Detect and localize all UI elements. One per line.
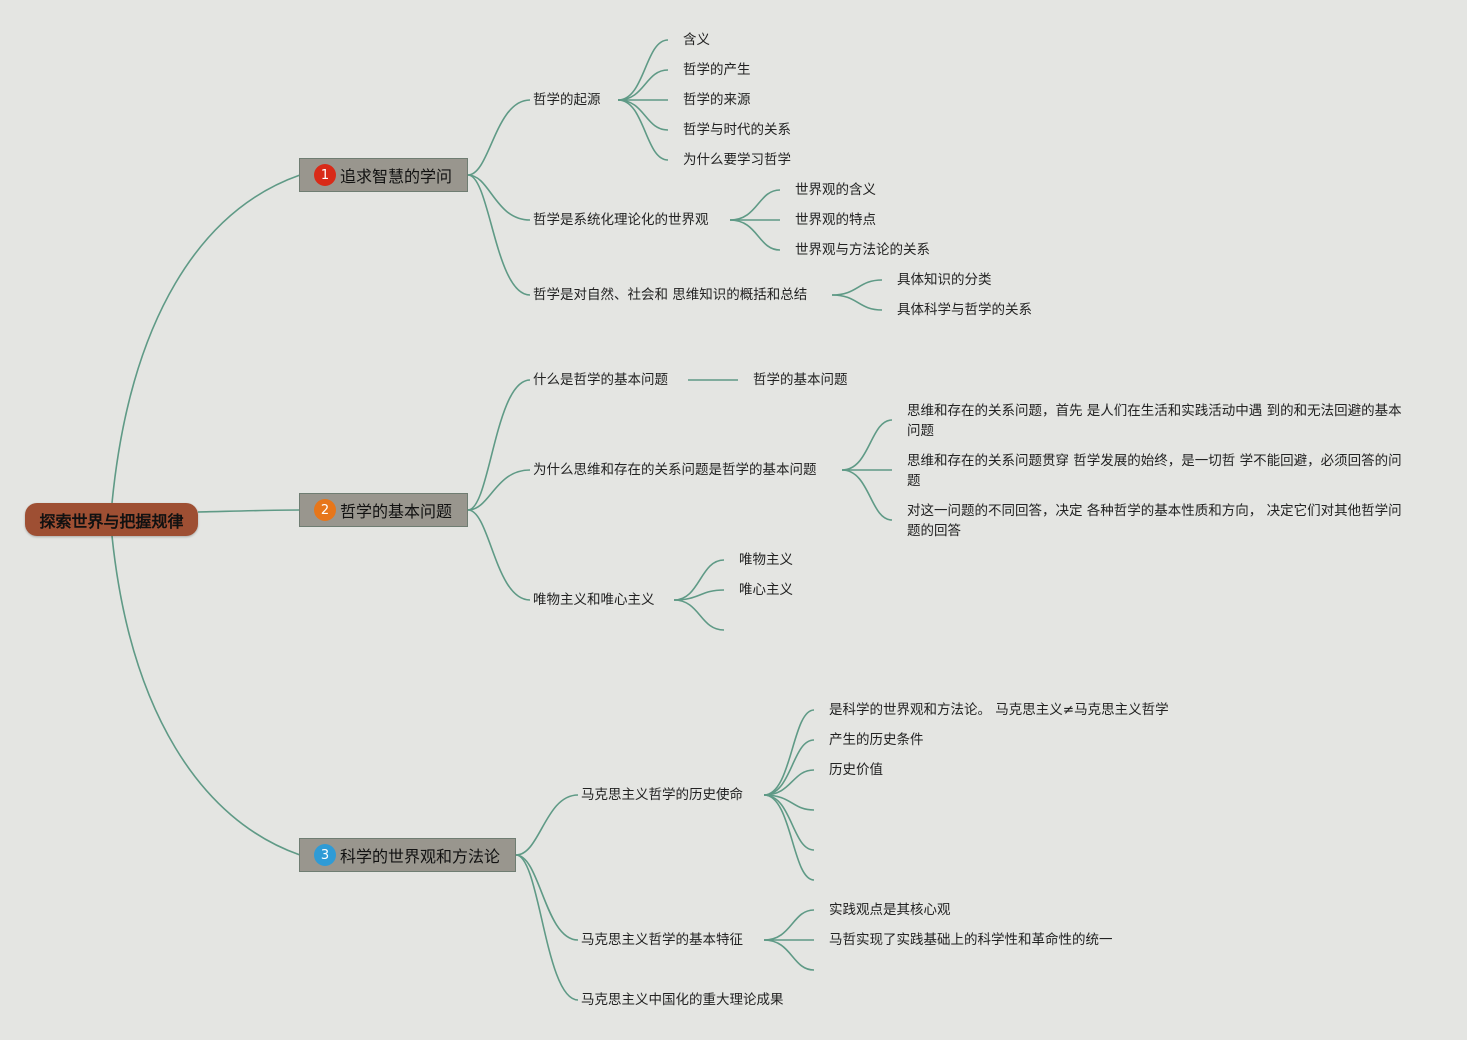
leaf-topic[interactable]: 世界观的特点 — [795, 212, 876, 228]
leaf-topic[interactable]: 唯物主义 — [739, 552, 793, 568]
number-badge-3: 3 — [314, 844, 336, 866]
branch-2-topic[interactable]: 2 哲学的基本问题 — [299, 493, 468, 527]
branch-3-topic[interactable]: 3 科学的世界观和方法论 — [299, 838, 516, 872]
edge-b3-g2 — [515, 854, 579, 941]
subtopic[interactable]: 哲学是系统化理论化的世界观 — [533, 212, 709, 228]
leaf-topic[interactable]: 哲学与时代的关系 — [683, 122, 791, 138]
leaf-topic[interactable]: 思维和存在的关系问题贯穿 哲学发展的始终，是一切哲 学不能回避，必须回答的问题 — [907, 453, 1402, 489]
subtopic[interactable]: 为什么思维和存在的关系问题是哲学的基本问题 — [533, 462, 817, 478]
leaf-topic[interactable]: 含义 — [683, 32, 710, 48]
root-topic[interactable]: 探索世界与把握规律 — [25, 503, 198, 536]
edge-b3-g1 — [515, 794, 579, 856]
edge-b2-g2 — [467, 469, 531, 511]
subtopic[interactable]: 哲学是对自然、社会和 思维知识的概括和总结 — [533, 287, 808, 303]
leaf-topic[interactable]: 世界观与方法论的关系 — [795, 242, 930, 258]
branch-3-label: 科学的世界观和方法论 — [340, 847, 501, 866]
leaf-topic[interactable]: 产生的历史条件 — [829, 732, 924, 748]
edge-b1-g1 — [467, 99, 531, 176]
leaf-topic[interactable]: 哲学的来源 — [683, 92, 751, 108]
number-badge-1: 1 — [314, 164, 336, 186]
edge-root-branch-1 — [111, 174, 301, 504]
leaf-topic[interactable]: 思维和存在的关系问题，首先 是人们在生活和实践活动中遇 到的和无法回避的基本问题 — [907, 403, 1402, 439]
leaf-topic[interactable]: 历史价值 — [829, 762, 883, 778]
leaf-topic[interactable]: 实践观点是其核心观 — [829, 902, 951, 918]
number-badge-2: 2 — [314, 499, 336, 521]
leaf-topic[interactable]: 具体知识的分类 — [897, 272, 992, 288]
edge-b1-g3 — [467, 174, 531, 296]
leaf-topic[interactable]: 唯心主义 — [739, 582, 793, 598]
subtopic[interactable]: 马克思主义哲学的历史使命 — [581, 787, 743, 803]
subtopic[interactable]: 唯物主义和唯心主义 — [533, 592, 655, 608]
branch-2-label: 哲学的基本问题 — [340, 502, 453, 521]
edge-b2-g3 — [467, 509, 531, 601]
leaf-topic[interactable]: 为什么要学习哲学 — [683, 152, 791, 168]
leaf-topic[interactable]: 哲学的产生 — [683, 62, 751, 78]
subtopic[interactable]: 马克思主义哲学的基本特征 — [581, 932, 743, 948]
edge-root-branch-2 — [197, 509, 301, 513]
leaf-topic[interactable]: 对这一问题的不同回答，决定 各种哲学的基本性质和方向， 决定它们对其他哲学问题的… — [907, 503, 1402, 539]
subtopic[interactable]: 哲学的起源 — [533, 92, 601, 108]
leaf-topic[interactable]: 是科学的世界观和方法论。 马克思主义≠马克思主义哲学 — [829, 702, 1169, 718]
edge-root-branch-3 — [111, 535, 301, 856]
leaf-topic[interactable]: 马哲实现了实践基础上的科学性和革命性的统一 — [829, 932, 1113, 948]
branch-1-topic[interactable]: 1 追求智慧的学问 — [299, 158, 468, 192]
edge-b1-g2 — [467, 174, 531, 221]
leaf-topic[interactable]: 世界观的含义 — [795, 182, 876, 198]
subtopic[interactable]: 马克思主义中国化的重大理论成果 — [581, 992, 784, 1008]
leaf-topic[interactable]: 哲学的基本问题 — [753, 372, 848, 388]
leaf-topic[interactable]: 具体科学与哲学的关系 — [897, 302, 1032, 318]
subtopic[interactable]: 什么是哲学的基本问题 — [533, 372, 668, 388]
edge-b2-g1 — [467, 379, 531, 511]
branch-1-label: 追求智慧的学问 — [340, 167, 453, 186]
edge-b3-g3 — [515, 854, 579, 1001]
